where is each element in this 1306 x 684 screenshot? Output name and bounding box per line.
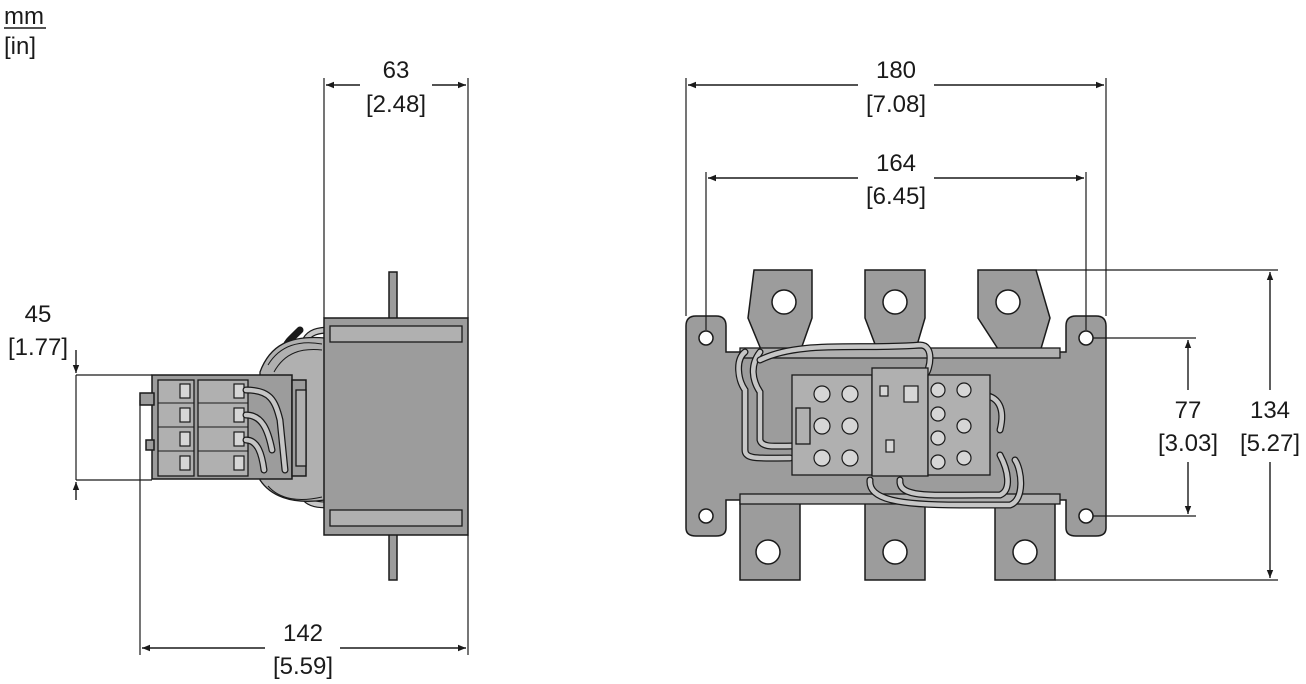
dim-side-height-mm: 45 [25,301,52,328]
side-view-dimensions: 63 [2.48] 45 [1.77] 142 [5.59] [8,57,469,680]
dim-front-hole-vertical-in: [3.03] [1158,430,1218,457]
dim-front-hole-spacing-in: [6.45] [866,183,926,210]
dim-front-hole-vertical-mm: 77 [1175,397,1202,424]
dim-front-height-in: [5.27] [1240,430,1300,457]
dim-front-hole-spacing-mm: 164 [876,150,916,177]
dim-side-length-in: [5.59] [273,653,333,680]
dim-front-height-mm: 134 [1250,397,1290,424]
dim-side-height-in: [1.77] [8,334,68,361]
front-view [685,269,1107,581]
side-view [139,271,469,581]
unit-in-label: [in] [4,33,36,60]
dim-front-width-in: [7.08] [866,91,926,118]
dim-side-depth-mm: 63 [383,57,410,84]
front-view-dimensions: 180 [7.08] 164 [6.45] 77 [3.03] 134 [5.2… [685,57,1300,581]
dim-side-length-mm: 142 [283,620,323,647]
unit-mm-label: mm [4,3,44,30]
dim-front-width-mm: 180 [876,57,916,84]
dim-side-depth-in: [2.48] [366,91,426,118]
